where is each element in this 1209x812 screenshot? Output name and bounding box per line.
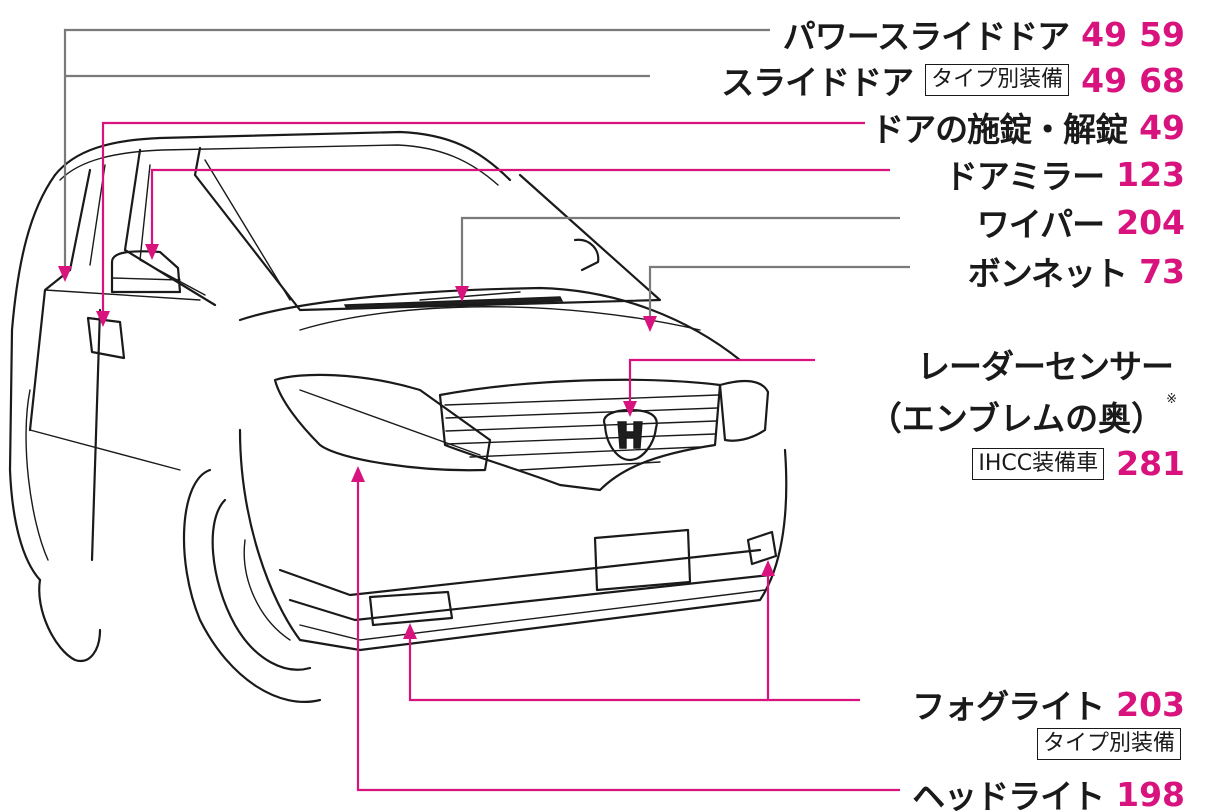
callout-fog-light-tag: タイプ別装備 bbox=[1030, 728, 1181, 760]
callout-label: ドアミラー bbox=[944, 157, 1105, 196]
page-link[interactable]: 204 bbox=[1116, 202, 1185, 242]
callout-label: ドアの施錠・解錠 bbox=[871, 110, 1128, 149]
callout-door-lock: ドアの施錠・解錠 49 bbox=[865, 103, 1185, 151]
callout-label: フォグライト bbox=[912, 687, 1105, 726]
callout-headlight: ヘッドライト 198 bbox=[906, 770, 1185, 812]
callout-radar-sensor-tag: IHCC装備車 281 bbox=[966, 444, 1185, 483]
page-link[interactable]: 49 bbox=[1081, 60, 1128, 100]
page-link[interactable]: 73 bbox=[1139, 251, 1185, 291]
callout-label: レーダーセンサー bbox=[917, 347, 1174, 386]
callout-bonnet: ボンネット 73 bbox=[961, 247, 1185, 295]
page-link[interactable]: 49 bbox=[1081, 14, 1128, 54]
leader-lines bbox=[58, 28, 910, 792]
callout-label: ボンネット bbox=[967, 254, 1128, 293]
callout-fog-light: フォグライト 203 bbox=[906, 680, 1185, 728]
page-link[interactable]: 68 bbox=[1139, 60, 1185, 100]
page-link[interactable]: 203 bbox=[1116, 684, 1185, 724]
page-link[interactable]: 49 bbox=[1139, 107, 1185, 147]
car-body bbox=[8, 130, 788, 703]
equipment-tag: IHCC装備車 bbox=[972, 447, 1105, 480]
callout-label: スライドドア bbox=[721, 63, 914, 102]
page-link[interactable]: 123 bbox=[1116, 154, 1185, 194]
callout-sublabel: （エンブレムの奥） bbox=[868, 399, 1165, 438]
callout-label: ワイパー bbox=[976, 205, 1105, 244]
callout-radar-sensor: レーダーセンサー bbox=[911, 340, 1174, 388]
callout-label: ヘッドライト bbox=[912, 777, 1105, 812]
equipment-tag: タイプ別装備 bbox=[925, 64, 1070, 96]
callout-slide-door: スライドドア タイプ別装備 49 68 bbox=[715, 56, 1185, 104]
page-link[interactable]: 59 bbox=[1139, 14, 1185, 54]
callout-wiper: ワイパー 204 bbox=[970, 198, 1185, 246]
callout-label: パワースライドドア bbox=[782, 17, 1070, 56]
callout-door-mirror: ドアミラー 123 bbox=[938, 150, 1185, 198]
footnote-mark: ※ bbox=[1166, 392, 1177, 407]
page-link[interactable]: 281 bbox=[1116, 444, 1185, 483]
callout-radar-sensor-sub: （エンブレムの奥） ※ bbox=[862, 392, 1177, 440]
callout-power-slide-door: パワースライドドア 49 59 bbox=[776, 10, 1185, 58]
page-link[interactable]: 198 bbox=[1116, 774, 1185, 812]
equipment-tag: タイプ別装備 bbox=[1036, 728, 1181, 760]
